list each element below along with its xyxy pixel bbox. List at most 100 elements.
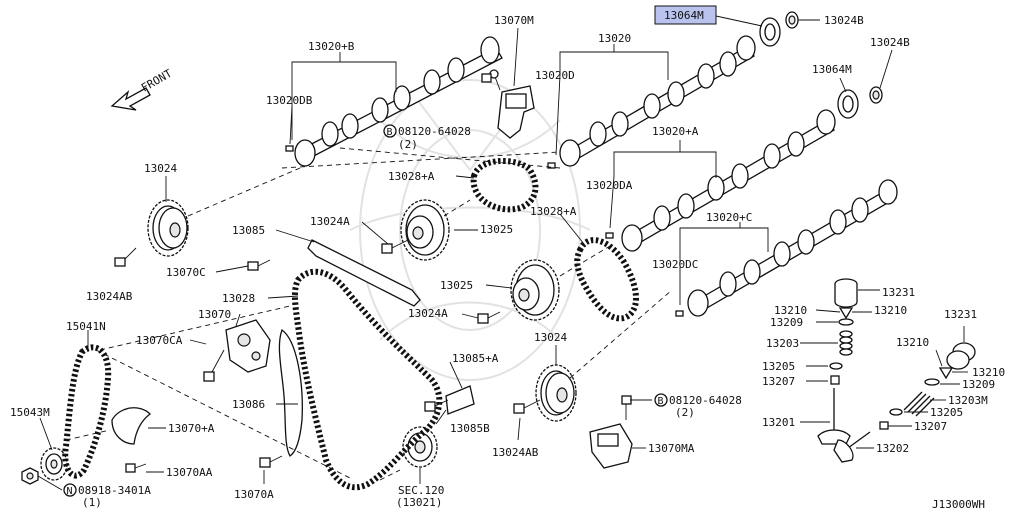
label-13020db: 13020DB <box>266 94 313 107</box>
bolt-13070ca <box>203 349 225 382</box>
label-13028: 13028 <box>222 292 255 305</box>
seal-13064m-right <box>837 89 859 119</box>
label-13205-b: 13205 <box>930 406 963 419</box>
sprocket-15043m <box>40 447 68 481</box>
label-13070m: 13070M <box>494 14 534 27</box>
camshaft-13020b <box>294 36 503 167</box>
label-13020c: 13020+C <box>706 211 752 224</box>
sprocket-13025-top <box>400 199 450 261</box>
label-bolt-08120-top: 08120-64028 <box>398 125 471 138</box>
label-13209-a: 13209 <box>770 316 803 329</box>
assembly-dash-lines <box>65 147 673 481</box>
bolt-13070c <box>247 259 271 271</box>
label-13085: 13085 <box>232 224 265 237</box>
label-13085b: 13085B <box>450 422 490 435</box>
tensioner-13070ma <box>589 423 633 469</box>
valve-spring-13203 <box>839 330 853 356</box>
tension-guide-13086 <box>278 328 303 457</box>
label-13210-d: 13210 <box>972 366 1005 379</box>
label-13210-b: 13210 <box>874 304 907 317</box>
circle-marker-b-bottom: B <box>654 393 668 407</box>
label-13210-c: 13210 <box>896 336 929 349</box>
label-15043m: 15043M <box>10 406 50 419</box>
label-sec120-sub: (13021) <box>396 496 442 509</box>
chain-guide-13085 <box>307 239 421 307</box>
label-13024-left: 13024 <box>144 162 177 175</box>
dowel-pin-13020dc <box>675 310 684 317</box>
valve-keeper-13210-c <box>938 367 954 380</box>
label-13020da: 13020DA <box>586 179 633 192</box>
chain-13028a-mid <box>574 237 639 322</box>
label-13020d: 13020D <box>535 69 575 82</box>
label-highlight-13064m <box>654 5 717 25</box>
seal-13064m-top <box>759 17 781 47</box>
nut-08918 <box>21 467 39 485</box>
spring-retainer-13209-b <box>924 378 940 386</box>
label-13207-a: 13207 <box>762 375 795 388</box>
spring-seat-13207-a <box>830 375 840 385</box>
label-13024b-top: 13024B <box>824 14 864 27</box>
valve-seal-13205-b <box>889 408 903 416</box>
front-direction-arrow: FRONT <box>110 67 175 111</box>
sprocket-13024-left <box>147 199 189 257</box>
sprocket-13024-mid <box>535 364 577 422</box>
front-label: FRONT <box>139 67 175 95</box>
svg-text:N: N <box>67 486 73 497</box>
label-13202: 13202 <box>876 442 909 455</box>
intake-valve-13201 <box>817 388 851 445</box>
valve-keeper-13210-a <box>838 307 854 320</box>
label-13024-mid: 13024 <box>534 331 567 344</box>
label-13086: 13086 <box>232 398 265 411</box>
exhaust-valve-13202 <box>833 431 871 463</box>
crank-sprocket-sec120 <box>402 426 438 468</box>
leader-lines <box>37 15 968 491</box>
bolt-13070a <box>259 455 283 468</box>
bolt-13070aa <box>125 463 147 473</box>
label-13024b-right: 13024B <box>870 36 910 49</box>
label-sec120: SEC.120 <box>398 484 444 497</box>
label-13024a-top: 13024A <box>310 215 350 228</box>
label-13020b: 13020+B <box>308 40 355 53</box>
valve-lifter-13231-far <box>946 342 976 370</box>
label-13024a-mid: 13024A <box>408 307 448 320</box>
chain-tensioner-arm-13070a <box>111 407 151 445</box>
label-13070ma: 13070MA <box>648 442 695 455</box>
label-13209-b: 13209 <box>962 378 995 391</box>
valve-spring-13203m <box>903 391 935 417</box>
spring-seat-13207-b <box>879 421 889 430</box>
label-13025-top: 13025 <box>480 223 513 236</box>
diagram-code: J13000WH <box>932 498 985 511</box>
circle-marker-n: N <box>63 483 77 497</box>
camshaft-13020c <box>687 179 898 317</box>
chain-15041n <box>62 344 112 479</box>
part-labels: 13064M 13024B 13070M 13020 13020+B 13024… <box>10 9 1005 511</box>
label-13070a: 13070A <box>234 488 274 501</box>
bolt-13024a-mid <box>477 311 501 324</box>
label-13020a: 13020+A <box>652 125 699 138</box>
label-13024ab-left: 13024AB <box>86 290 133 303</box>
label-15041n: 15041N <box>66 320 106 333</box>
bolt-13024a-top <box>381 239 409 254</box>
label-bolt-08120-top-qty: (2) <box>398 138 418 151</box>
spring-retainer-13209-a <box>838 318 854 326</box>
primary-timing-chain-13028 <box>291 268 443 491</box>
sprocket-13025-mid <box>510 259 560 321</box>
dowel-pin-13020d <box>547 162 556 169</box>
tensioner-13070m <box>489 69 535 139</box>
label-13070aa: 13070AA <box>166 466 213 479</box>
bolt-13024ab-left <box>114 247 137 267</box>
label-13085a: 13085+A <box>452 352 499 365</box>
dowel-pin-13020db <box>285 145 294 152</box>
label-13231-right: 13231 <box>882 286 915 299</box>
valve-lifter-13231-right <box>834 278 858 308</box>
chain-13028a-top <box>470 157 539 213</box>
label-13070a-plus: 13070+A <box>168 422 215 435</box>
label-13201: 13201 <box>762 416 795 429</box>
circle-marker-b-top: B <box>383 124 397 138</box>
label-13203: 13203 <box>766 337 799 350</box>
tensioner-13070 <box>225 319 271 373</box>
svg-text:B: B <box>658 396 664 407</box>
camshaft-13020 <box>559 35 756 167</box>
label-bolt-08120-bottom-qty: (2) <box>675 406 695 419</box>
label-13025-mid: 13025 <box>440 279 473 292</box>
